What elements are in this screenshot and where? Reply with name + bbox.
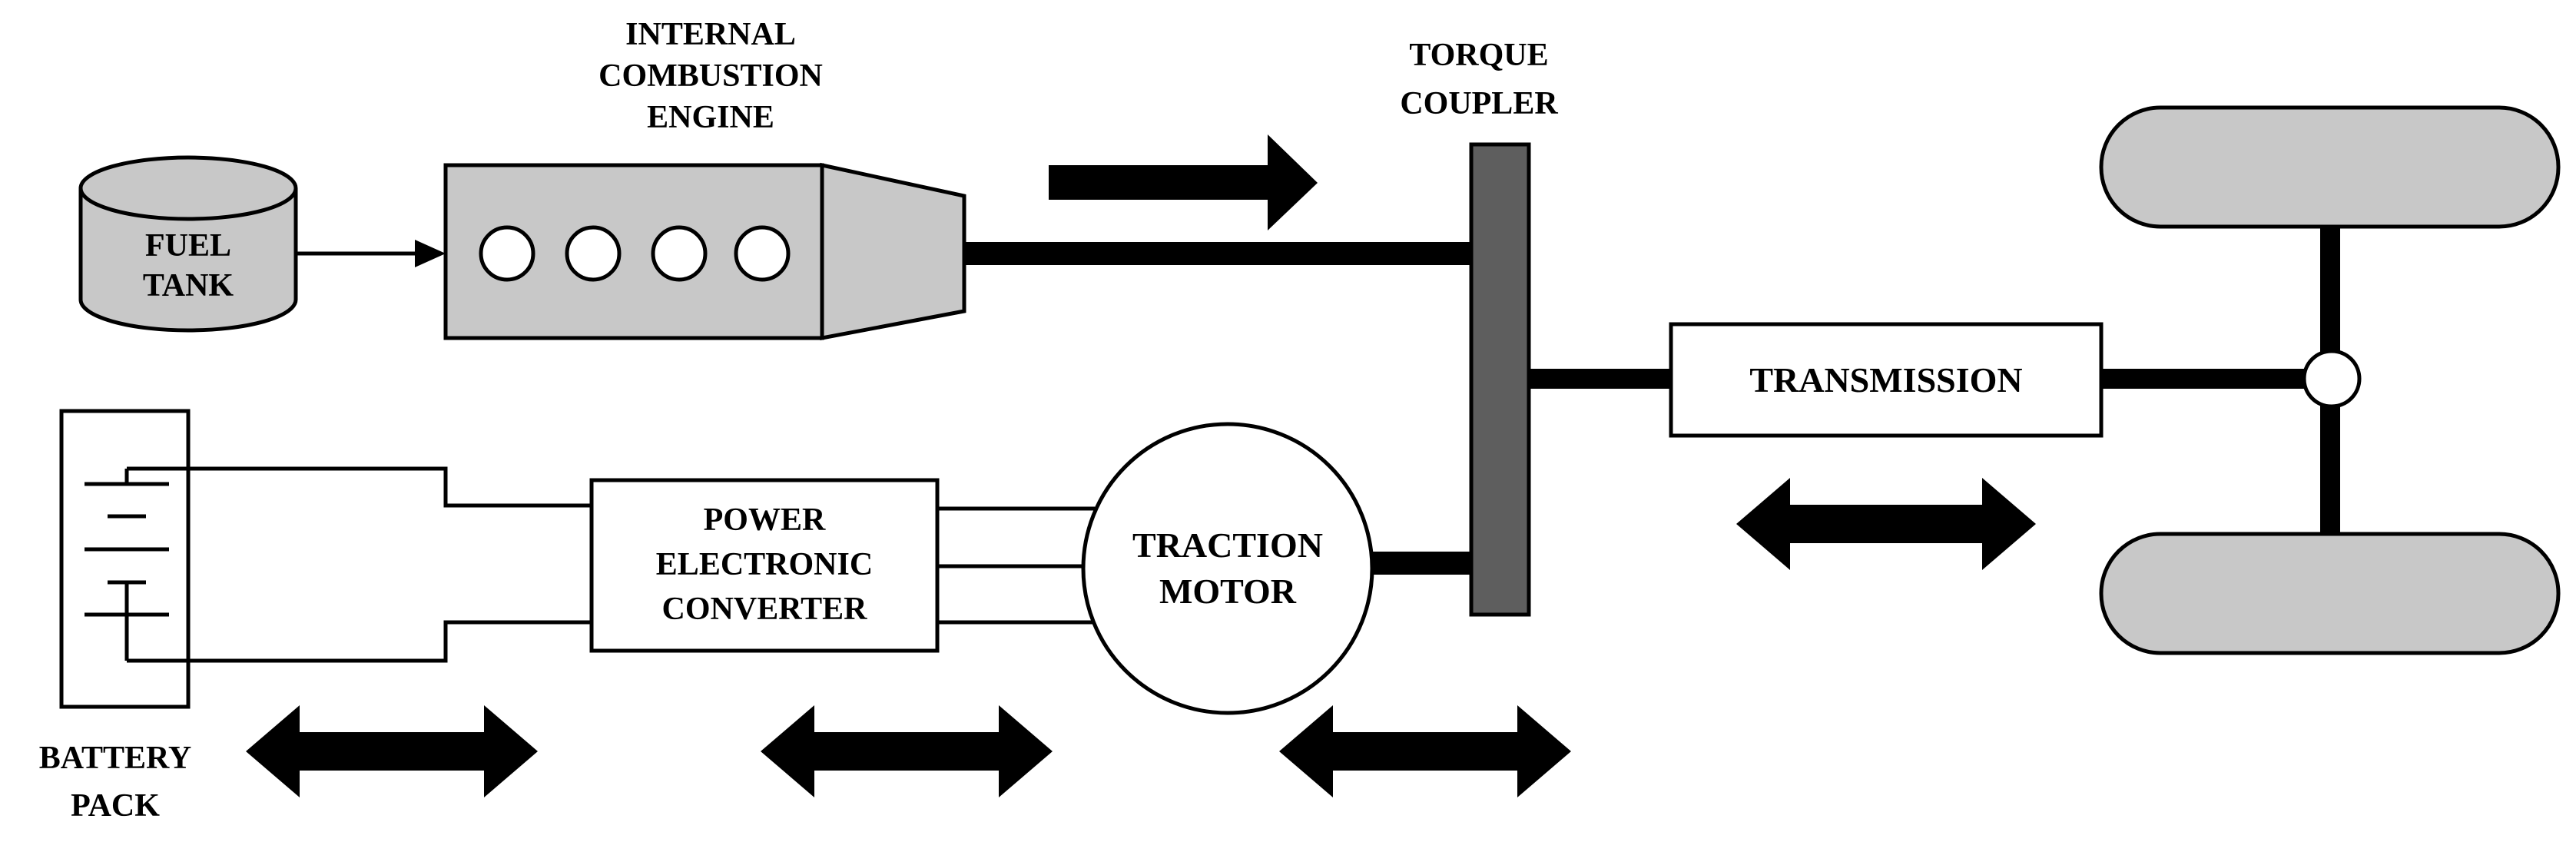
battery-pack-label-line2: PACK [71,788,160,824]
fuel-line-arrow [296,240,446,267]
power-electronic-converter: POWER ELECTRONIC CONVERTER [589,478,940,653]
transmission-label: TRANSMISSION [1749,360,2022,399]
pec-label-line2: ELECTRONIC [656,547,873,582]
torque-coupler [1469,142,1531,617]
converter-power-flow-arrow [761,705,1053,797]
engine-cylinder [565,225,622,282]
wheel-axle-assembly [2099,105,2561,655]
engine-power-flow-arrow [1049,134,1318,230]
engine-cylinder [479,225,535,282]
ice-label-line2: COMBUSTION [598,58,823,94]
motor-label-line2: MOTOR [1159,572,1297,611]
three-phase-wires [937,506,1095,625]
fuel-tank: FUEL TANK [78,155,298,333]
pec-label-line1: POWER [704,502,826,538]
torque-coupler-label-line2: COUPLER [1400,86,1558,121]
battery-wire-positive [127,466,592,508]
battery-wire-negative [127,620,592,663]
coupler-output-shaft [1529,369,1671,389]
torque-coupler-label-line1: TORQUE [1409,38,1548,73]
motor-power-flow-arrow [1279,705,1571,797]
transmission-power-flow-arrow [1736,478,2036,570]
battery-pack [59,409,191,709]
internal-combustion-engine [443,162,966,341]
fuel-tank-label-line1: FUEL [145,228,231,264]
fuel-tank-label-line2: TANK [143,268,234,303]
ice-label-line1: INTERNAL [625,17,796,52]
pec-label-line3: CONVERTER [662,592,868,627]
differential [2302,349,2362,409]
traction-motor: TRACTION MOTOR [1081,422,1374,715]
transmission: TRANSMISSION [1669,322,2104,438]
motor-label-line1: TRACTION [1132,525,1323,565]
engine-cylinder [734,225,791,282]
motor-shaft [1372,552,1471,575]
engine-shaft [964,242,1471,265]
engine-cylinder [651,225,708,282]
rear-wheel [2099,532,2561,655]
drive-shaft [2101,369,2332,389]
battery-power-flow-arrow [246,705,538,797]
front-wheel [2099,105,2561,229]
battery-pack-label-line1: BATTERY [39,741,191,776]
ice-label-line3: ENGINE [647,100,774,135]
